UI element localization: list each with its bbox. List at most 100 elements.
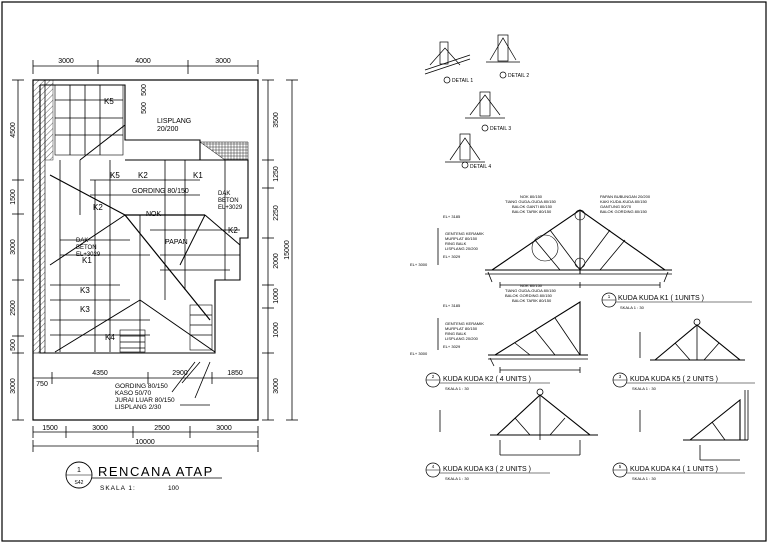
k1-elev-2: EL+ 3029 bbox=[443, 254, 461, 259]
truss-k3-number: 4 bbox=[432, 464, 435, 469]
dim-bottom-inner-3: 2900 bbox=[172, 370, 188, 377]
label-nok: NOK bbox=[146, 211, 162, 218]
truss-k3-title: KUDA KUDA K3 ( 2 UNITS ) bbox=[443, 466, 531, 473]
truss-k2-notes: GENTENG KERAMIK MURPLAT 80/150 RING BALK… bbox=[410, 283, 557, 356]
detail-labels: DETAIL 1 DETAIL 2 DETAIL 3 DETAIL 4 bbox=[452, 73, 529, 170]
label-dak-right-3: EL+3029 bbox=[218, 205, 243, 211]
plan-title-block: 1 S42 RENCANA ATAP SKALA 1: 100 bbox=[65, 461, 222, 492]
roof-plan bbox=[12, 60, 298, 452]
dim-top-3: 3000 bbox=[215, 58, 231, 65]
detail-2-label: DETAIL 2 bbox=[508, 73, 529, 79]
truss-title-k3: 4 KUDA KUDA K3 ( 2 UNITS ) SKALA 1 : 30 bbox=[425, 462, 550, 481]
detail-4-label: DETAIL 4 bbox=[470, 164, 491, 170]
connection-details bbox=[424, 34, 520, 169]
k1-note-right-2: KAKI KUDA-KUDA 80/150 bbox=[600, 199, 648, 204]
label-k1: K1 bbox=[193, 171, 203, 180]
label-dak-right-1: DAK bbox=[218, 191, 230, 197]
label-k2-mid: K2 bbox=[138, 171, 148, 180]
label-dak-left-2: BETON bbox=[76, 245, 97, 251]
plan-sheet-ref: S42 bbox=[75, 480, 84, 486]
k1-note-left-1: GENTENG KERAMIK bbox=[445, 231, 484, 236]
k1-note-top-4: BALOK TARIK 80/150 bbox=[512, 209, 552, 214]
k1-note-right-4: BALOK GORDING 80/150 bbox=[600, 209, 648, 214]
k1-note-left-3: RING BALK bbox=[445, 241, 467, 246]
dim-right-1: 3500 bbox=[273, 112, 280, 128]
k1-note-left-4: LISPLANG 20/200 bbox=[445, 246, 479, 251]
k2-elev-3: EL+ 3000 bbox=[410, 351, 428, 356]
k1-note-right-3: GANTUNG 50/70 bbox=[600, 204, 632, 209]
label-k5-mid: K5 bbox=[110, 171, 120, 180]
label-dak-right-2: BETON bbox=[218, 198, 239, 204]
k2-note-top-3: BALOK GORDING 80/150 bbox=[505, 293, 553, 298]
dim-left-3: 3000 bbox=[10, 239, 17, 255]
legend-line-1: GORDING 80/150 bbox=[115, 383, 168, 390]
label-dak-left-3: EL+3029 bbox=[76, 252, 101, 258]
dim-top-1: 3000 bbox=[58, 58, 74, 65]
label-lisplang: LISPLANG bbox=[157, 118, 191, 125]
truss-k1-title: KUDA KUDA K1 ( 1UNITS ) bbox=[618, 295, 704, 302]
dim-bottom-outer-1: 1500 bbox=[42, 425, 58, 432]
k2-note-top-4: BALOK TARIK 80/150 bbox=[512, 298, 552, 303]
dim-left-6: 3000 bbox=[10, 378, 17, 394]
k1-elev-1: EL+ 3185 bbox=[443, 214, 461, 219]
dim-left-5: 500 bbox=[10, 339, 17, 351]
k1-note-right-1: PAPAN BUBUNGAN 20/200 bbox=[600, 194, 651, 199]
dim-top-2: 4000 bbox=[135, 58, 151, 65]
truss-k4-scale: SKALA 1 : 30 bbox=[632, 476, 657, 481]
truss-k2-drawing bbox=[437, 301, 588, 373]
dim-bottom-total: 10000 bbox=[135, 439, 155, 446]
truss-k2-number: 2 bbox=[432, 374, 435, 379]
truss-k3-scale: SKALA 1 : 30 bbox=[445, 476, 470, 481]
k2-note-left-2: MURPLAT 80/150 bbox=[445, 326, 478, 331]
truss-k1-scale: SKALA 1 : 30 bbox=[620, 305, 645, 310]
plan-dimensions: 3000 4000 3000 4500 1500 3000 2500 500 3… bbox=[10, 58, 291, 446]
truss-title-k5: 3 KUDA KUDA K5 ( 2 UNITS ) SKALA 1 : 30 bbox=[612, 372, 755, 391]
truss-title-k2: 2 KUDA KUDA K2 ( 4 UNITS ) SKALA 1 : 30 bbox=[425, 372, 550, 391]
label-k3-a: K3 bbox=[80, 286, 90, 295]
truss-k2-title: KUDA KUDA K2 ( 4 UNITS ) bbox=[443, 376, 531, 383]
plan-scale-label: SKALA 1: bbox=[100, 485, 136, 492]
label-papan: PAPAN bbox=[165, 239, 188, 246]
dim-k5-2: 500 bbox=[141, 102, 148, 114]
truss-k5-scale: SKALA 1 : 30 bbox=[632, 386, 657, 391]
label-k4: K4 bbox=[105, 333, 115, 342]
truss-k4-number: 5 bbox=[619, 464, 622, 469]
k2-elev-1: EL+ 3185 bbox=[443, 303, 461, 308]
k1-note-top-2: TIANG GUDA-GUDA 80/150 bbox=[505, 199, 557, 204]
plan-title: RENCANA ATAP bbox=[98, 464, 214, 479]
dim-left-2: 1500 bbox=[10, 189, 17, 205]
label-gording: GORDING 80/150 bbox=[132, 188, 189, 195]
dim-right-4: 2000 bbox=[273, 253, 280, 269]
k2-note-left-3: RING BALK bbox=[445, 331, 467, 336]
dim-right-total: 15000 bbox=[284, 240, 291, 260]
plan-labels: K5 LISPLANG 20/200 K5 K2 K1 GORDING 80/1… bbox=[76, 97, 243, 411]
dim-k5-1: 500 bbox=[141, 84, 148, 96]
truss-k5-drawing bbox=[639, 318, 745, 361]
truss-title-k4: 5 KUDA KUDA K4 ( 1 UNITS ) SKALA 1 : 30 bbox=[612, 462, 745, 481]
truss-k1-number: 1 bbox=[608, 294, 611, 299]
legend-line-2: KASO 50/70 bbox=[115, 390, 152, 397]
label-dak-left-1: DAK bbox=[76, 238, 88, 244]
k2-note-top-1: NOK 80/150 bbox=[520, 283, 543, 288]
dim-bottom-inner-4: 1850 bbox=[227, 370, 243, 377]
detail-3-label: DETAIL 3 bbox=[490, 126, 511, 132]
plan-scale-value: 100 bbox=[168, 485, 179, 492]
truss-title-k1: 1 KUDA KUDA K1 ( 1UNITS ) SKALA 1 : 30 bbox=[601, 292, 752, 310]
plan-title-number: 1 bbox=[77, 467, 81, 474]
dim-right-5: 1000 bbox=[273, 288, 280, 304]
truss-k5-title: KUDA KUDA K5 ( 2 UNITS ) bbox=[630, 376, 718, 383]
label-k2-right: K2 bbox=[228, 226, 238, 235]
detail-1-label: DETAIL 1 bbox=[452, 78, 473, 84]
truss-k2-scale: SKALA 1 : 30 bbox=[445, 386, 470, 391]
dim-bottom-outer-2: 3000 bbox=[92, 425, 108, 432]
dim-right-3: 2250 bbox=[273, 205, 280, 221]
dim-left-4: 2500 bbox=[10, 300, 17, 316]
truss-k1-notes: GENTENG KERAMIK MURPLAT 80/150 RING BALK… bbox=[410, 194, 651, 267]
dim-right-6: 1000 bbox=[273, 322, 280, 338]
truss-k4-drawing bbox=[639, 390, 749, 461]
dim-left-1: 4500 bbox=[10, 122, 17, 138]
label-k2-left: K2 bbox=[93, 203, 103, 212]
